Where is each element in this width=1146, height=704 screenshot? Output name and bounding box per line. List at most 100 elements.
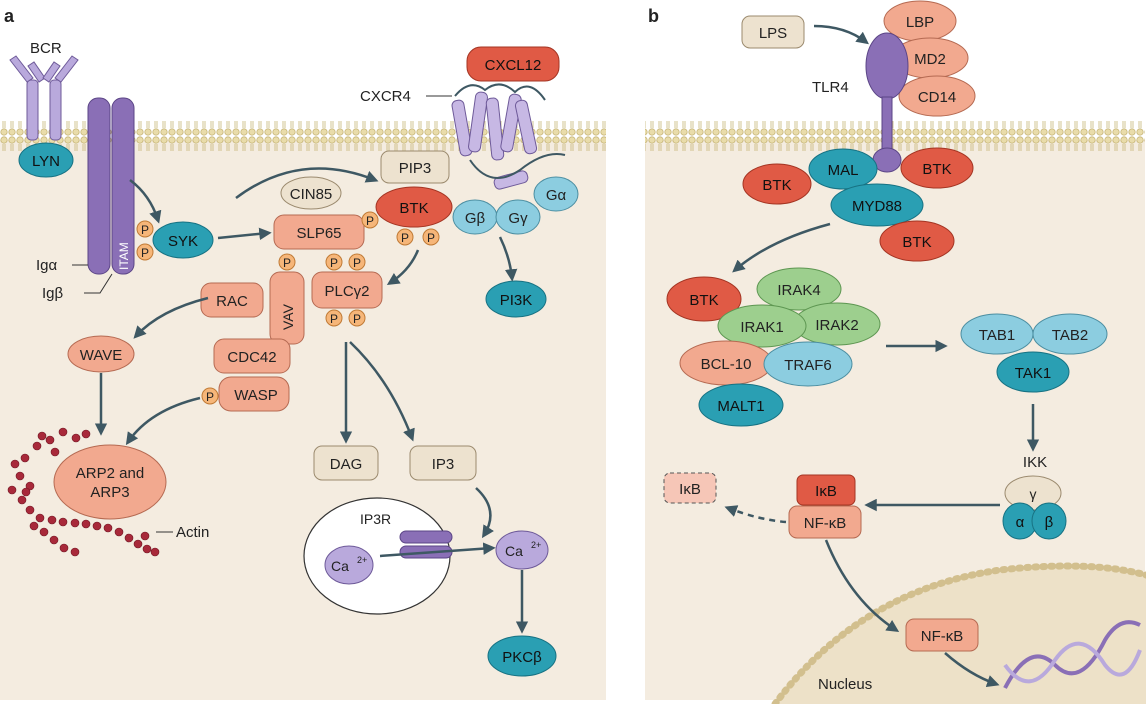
wave-node — [67, 335, 135, 373]
ig-alpha-rod — [87, 97, 111, 275]
panel-b: b Nucleus LPS LBP MD2 CD14 TLR4 BTK MAL … — [645, 0, 1146, 704]
ikb-free-label: IκB — [679, 481, 701, 498]
ikk-label: IKK — [1023, 454, 1047, 471]
irak4-node — [756, 267, 842, 311]
vav-p-label: P — [283, 256, 291, 270]
ca-outer-label: Ca — [505, 543, 523, 559]
tlr4-ectodomain — [865, 32, 909, 100]
ikb-free-node — [663, 472, 717, 504]
itam-p2 — [136, 243, 154, 261]
malt1-label: MALT1 — [717, 398, 764, 415]
mal-node — [808, 148, 878, 190]
bcr-label: BCR — [30, 40, 62, 57]
slp65-node — [273, 214, 365, 250]
myd88-node — [830, 183, 924, 227]
vav-p — [278, 253, 296, 271]
tab2-label: TAB2 — [1052, 327, 1088, 344]
ikk-alpha-label: α — [1016, 514, 1025, 531]
lps-node — [741, 15, 805, 49]
plcg2-p1 — [325, 253, 343, 271]
panel-b-arrows — [724, 24, 1040, 688]
ca-outer-sup: 2+ — [531, 540, 541, 550]
btk-b2-node — [900, 147, 974, 189]
rac-label: RAC — [216, 293, 248, 310]
itam-label: ITAM — [117, 242, 131, 270]
vav-label: VAV — [280, 303, 296, 330]
g-gamma-node — [495, 199, 541, 235]
btk-node-a — [375, 186, 453, 228]
traf6-node — [763, 341, 853, 387]
btk-p1 — [396, 228, 414, 246]
cxcr4-receptor — [451, 83, 566, 190]
panel-b-label: b — [648, 6, 659, 26]
cxcl12-label: CXCL12 — [485, 57, 542, 74]
plcg2-p2 — [348, 253, 366, 271]
cin85-node — [280, 176, 342, 210]
ig-beta-leader — [84, 273, 113, 294]
irak4-label: IRAK4 — [777, 282, 820, 299]
tlr4-label: TLR4 — [812, 79, 849, 96]
nfkb-nuc-label: NF-κB — [921, 628, 964, 645]
actin-label: Actin — [176, 524, 209, 541]
itam-p1-label: P — [141, 223, 149, 237]
ig-alpha-label: Igα — [36, 257, 58, 274]
bcr-receptor — [9, 55, 79, 141]
lps-label: LPS — [759, 25, 787, 42]
slp65-label: SLP65 — [296, 225, 341, 242]
dag-node — [313, 445, 379, 481]
g-alpha-node — [533, 176, 579, 212]
ip3r-channel-1 — [399, 530, 453, 544]
nfkb-label: NF-κB — [804, 515, 847, 532]
ig-beta-rod — [111, 97, 135, 275]
ca-inner-sup: 2+ — [357, 555, 367, 565]
btk-b2-label: BTK — [922, 161, 951, 178]
dag-label: DAG — [330, 456, 363, 473]
ca-outer-node — [495, 530, 549, 570]
myd88-label: MYD88 — [852, 198, 902, 215]
wasp-p-label: P — [206, 390, 214, 404]
lyn-node — [18, 142, 74, 178]
btk-p1-label: P — [401, 231, 409, 245]
pip3-label: PIP3 — [399, 160, 432, 177]
pkcb-node — [487, 635, 557, 677]
irak1-label: IRAK1 — [740, 319, 783, 336]
panel-a-label: a — [4, 6, 15, 26]
tak1-node — [996, 351, 1070, 393]
wasp-node — [218, 376, 290, 412]
pip3-node — [380, 150, 450, 184]
slp65-p — [361, 211, 379, 229]
lbp-label: LBP — [906, 14, 934, 31]
btk-b3-label: BTK — [902, 234, 931, 251]
mal-label: MAL — [828, 162, 859, 179]
itam-p1 — [136, 220, 154, 238]
wasp-p — [201, 387, 219, 405]
ikk-beta-node — [1031, 502, 1067, 540]
plcg2-p3-label: P — [330, 312, 338, 326]
btk-b4-label: BTK — [689, 292, 718, 309]
nuclear-envelope — [771, 562, 1146, 704]
btk-b4-node — [666, 276, 742, 322]
cxcr4-label: CXCR4 — [360, 88, 411, 105]
tlr4-stalk — [881, 96, 893, 154]
panel-a: a BCR ITAM LYN Igα Igβ P P SYK CIN85 — [0, 6, 606, 700]
btk-p2-label: P — [427, 231, 435, 245]
wave-label: WAVE — [80, 347, 123, 364]
arp-label-2: ARP3 — [90, 484, 129, 501]
syk-label: SYK — [168, 233, 198, 250]
nfkb-node — [788, 505, 862, 539]
traf6-label: TRAF6 — [784, 357, 832, 374]
plcg2-p2-label: P — [353, 256, 361, 270]
ikk-beta-label: β — [1045, 514, 1054, 531]
pkcb-label: PKCβ — [502, 649, 542, 666]
g-beta-label: Gβ — [465, 210, 486, 227]
ip3-node — [409, 445, 477, 481]
wasp-label: WASP — [234, 387, 278, 404]
tab1-label: TAB1 — [979, 327, 1015, 344]
cxcl12-node — [466, 46, 560, 82]
btk-label-a: BTK — [399, 200, 428, 217]
itam-p2-label: P — [141, 246, 149, 260]
cin85-label: CIN85 — [290, 186, 333, 203]
arp-label-1: ARP2 and — [76, 465, 144, 482]
ikk-gamma-label: γ — [1030, 486, 1037, 502]
nucleus-label: Nucleus — [818, 676, 872, 693]
